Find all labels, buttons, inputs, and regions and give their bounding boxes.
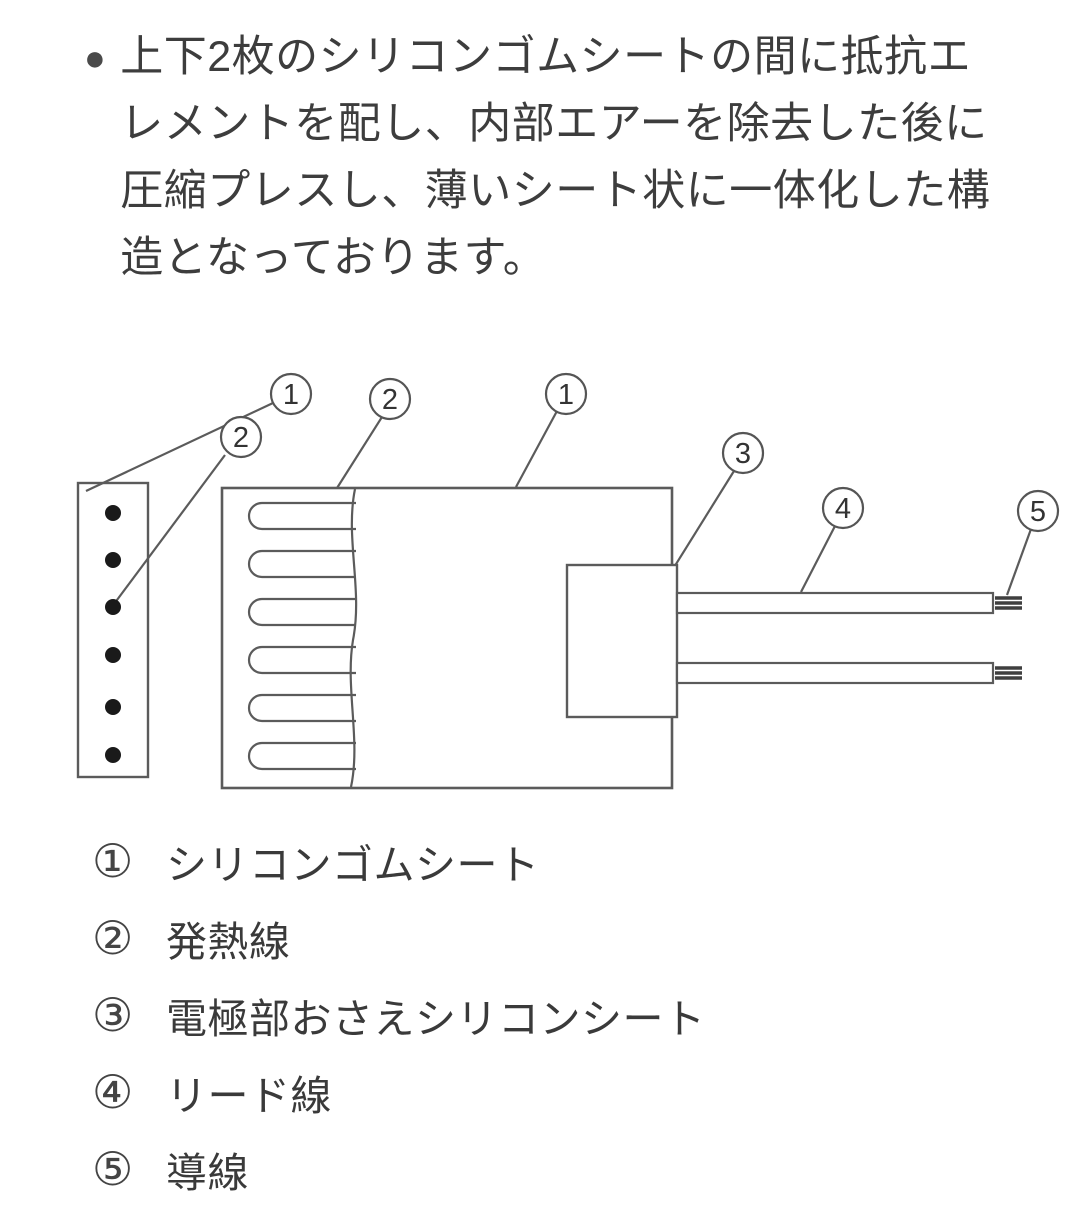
callout-4: 4 bbox=[821, 486, 865, 530]
intro-line-4: 造となっております。 bbox=[120, 234, 547, 282]
heating-finger bbox=[247, 693, 356, 723]
break-wavy-line bbox=[349, 488, 358, 788]
legend-number: ③ bbox=[92, 988, 134, 1041]
callout-circle bbox=[1016, 489, 1060, 533]
callout-circle bbox=[219, 415, 263, 459]
legend-label: シリコンゴムシート bbox=[166, 841, 540, 888]
callout-1-main: 1 bbox=[544, 372, 588, 416]
callout-circle bbox=[721, 431, 765, 475]
intro-line-1: 上下2枚のシリコンゴムシートの間に抵抗エ bbox=[120, 33, 972, 81]
legend-label: 発熱線 bbox=[166, 918, 291, 965]
intro-line-2: レメントを配し、内部エアーを除去した後に bbox=[120, 100, 988, 148]
callout-1-left: 1 bbox=[269, 372, 313, 416]
heating-finger bbox=[247, 597, 356, 627]
wire-dot bbox=[105, 505, 121, 521]
legend-label: リード線 bbox=[166, 1072, 332, 1119]
bullet-icon: ● bbox=[84, 37, 107, 78]
intro-line-3: 圧縮プレスし、薄いシート状に一体化した構 bbox=[120, 167, 991, 215]
heating-finger bbox=[247, 741, 356, 771]
heating-finger bbox=[247, 549, 356, 579]
heater-structure-diagram: 1 2 2 1 3 4 5 bbox=[76, 372, 1060, 790]
legend-label: 導線 bbox=[166, 1149, 249, 1196]
wire-dot bbox=[105, 747, 121, 763]
wire-dot bbox=[105, 647, 121, 663]
electrode-press-sheet bbox=[565, 563, 679, 719]
legend-number: ⑤ bbox=[92, 1142, 134, 1195]
callout-number: 2 bbox=[382, 384, 398, 416]
wire-dot bbox=[105, 699, 121, 715]
leader-line-5 bbox=[1005, 528, 1033, 596]
callout-number: 2 bbox=[233, 422, 249, 454]
leader-line-1-main bbox=[515, 410, 558, 488]
callouts: 1 2 2 1 3 4 5 bbox=[219, 372, 1060, 533]
callout-circle bbox=[544, 372, 588, 416]
legend-number: ④ bbox=[92, 1065, 134, 1118]
callout-number: 3 bbox=[735, 438, 751, 470]
legend-label: 電極部おさえシリコンシート bbox=[166, 995, 706, 1042]
callout-circle bbox=[269, 372, 313, 416]
intro-paragraph: ● 上下2枚のシリコンゴムシートの間に抵抗エ レメントを配し、内部エアーを除去し… bbox=[84, 24, 990, 292]
callout-number: 4 bbox=[835, 493, 851, 525]
wire-dot bbox=[105, 552, 121, 568]
callout-number: 1 bbox=[283, 379, 299, 411]
leader-line-4 bbox=[800, 525, 836, 593]
legend-item-2: ② 発熱線 bbox=[92, 899, 706, 976]
heating-finger bbox=[247, 645, 356, 675]
callout-2-main: 2 bbox=[368, 377, 412, 421]
cross-section-sheet bbox=[76, 481, 150, 779]
heating-wire-dots bbox=[105, 505, 121, 763]
callout-5: 5 bbox=[1016, 489, 1060, 533]
leader-lines bbox=[85, 402, 1033, 655]
legend-item-4: ④ リード線 bbox=[92, 1053, 706, 1130]
callout-3: 3 bbox=[721, 431, 765, 475]
heating-element-pattern bbox=[247, 488, 358, 788]
legend-number: ② bbox=[92, 911, 134, 964]
callout-number: 5 bbox=[1030, 496, 1046, 528]
callout-number: 1 bbox=[558, 379, 574, 411]
callout-2-left: 2 bbox=[219, 415, 263, 459]
heating-finger bbox=[247, 501, 356, 531]
lead-wire-upper bbox=[675, 591, 995, 615]
callout-circle bbox=[821, 486, 865, 530]
lead-wire-lower bbox=[675, 661, 995, 685]
conductor-end-lower bbox=[995, 666, 1022, 680]
legend-item-3: ③ 電極部おさえシリコンシート bbox=[92, 976, 706, 1053]
intro-text: 上下2枚のシリコンゴムシートの間に抵抗エ レメントを配し、内部エアーを除去した後… bbox=[120, 24, 990, 292]
legend-item-5: ⑤ 導線 bbox=[92, 1130, 706, 1207]
legend: ① シリコンゴムシート ② 発熱線 ③ 電極部おさえシリコンシート ④ リード線… bbox=[92, 822, 706, 1207]
legend-number: ① bbox=[92, 834, 134, 887]
callout-circle bbox=[368, 377, 412, 421]
legend-item-1: ① シリコンゴムシート bbox=[92, 822, 706, 899]
wire-dot bbox=[105, 599, 121, 615]
conductor-end-upper bbox=[995, 596, 1022, 610]
leader-line-2-left bbox=[113, 454, 226, 605]
